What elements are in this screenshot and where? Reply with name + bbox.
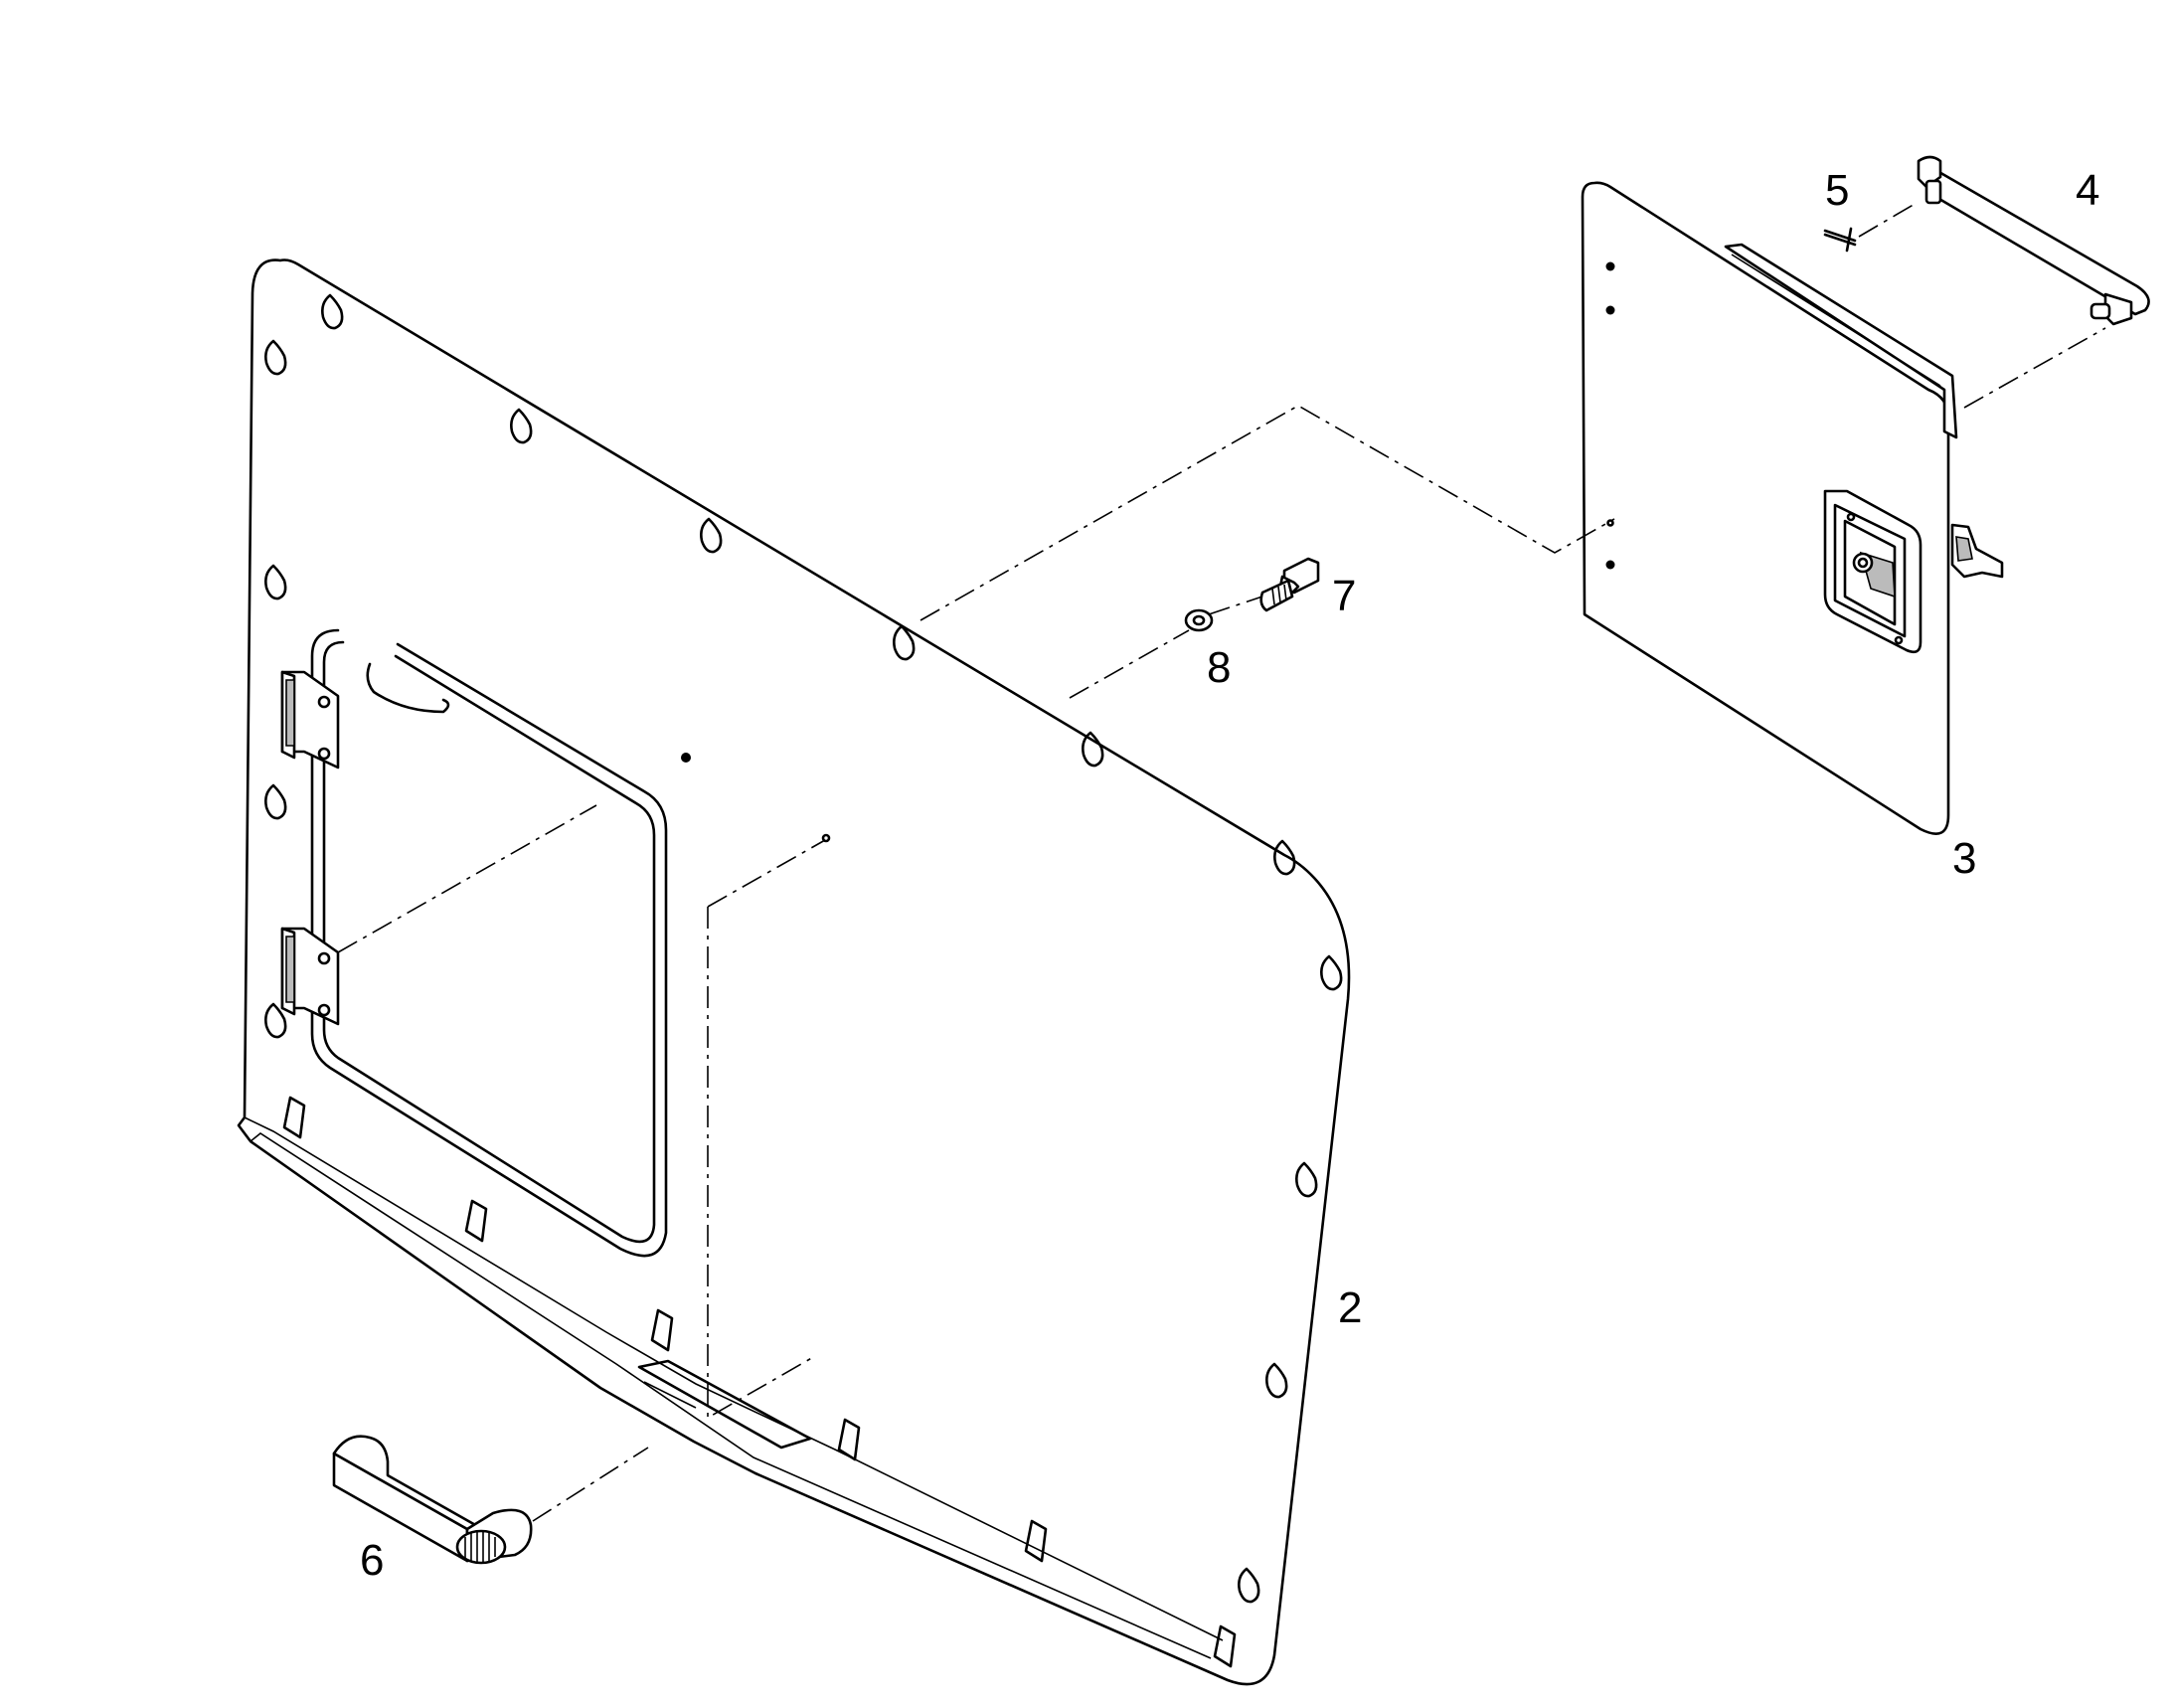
- window-frame: [310, 628, 668, 1258]
- callout-3: 3: [1952, 834, 1976, 883]
- callout-4: 4: [2076, 166, 2099, 215]
- callout-6: 6: [360, 1536, 384, 1585]
- hinge-pin: [1917, 155, 2150, 326]
- callout-5: 5: [1825, 166, 1849, 215]
- callout-8: 8: [1207, 643, 1231, 692]
- cotter-pin: [1823, 227, 1857, 253]
- grab-handle: [332, 1435, 533, 1565]
- mounting-hole: [821, 833, 831, 843]
- assembly-lines: [337, 202, 2106, 1522]
- keyhole-slots: [264, 293, 1343, 1604]
- side-latch: [1950, 523, 2004, 579]
- hinge-lower: [280, 927, 340, 1026]
- lip-clips: [282, 1096, 1237, 1668]
- latch-housing: [1823, 489, 1922, 654]
- callout-labels: 2 3 4 5 6 7 8: [360, 166, 2099, 1585]
- callout-7: 7: [1332, 572, 1356, 620]
- large-panel: [237, 258, 1351, 1686]
- callout-2: 2: [1338, 1283, 1362, 1332]
- hinge-upper: [280, 670, 340, 769]
- bolt: [1259, 557, 1320, 612]
- mounting-hole: [681, 753, 691, 763]
- access-cover: [1581, 181, 2004, 835]
- washer: [1184, 608, 1214, 632]
